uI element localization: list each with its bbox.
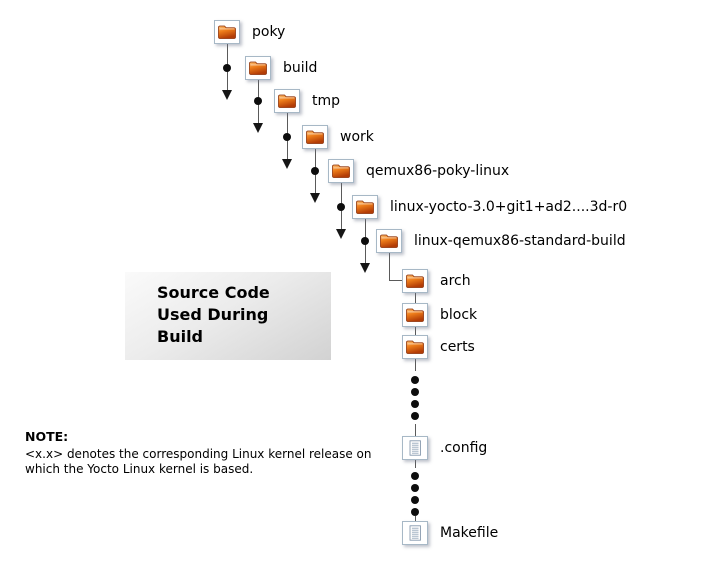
file-icon: [402, 521, 428, 545]
callout-text: Source Code Used During Build: [157, 283, 270, 346]
down-arrow-icon: [336, 229, 346, 239]
tree-node-certs: certs: [402, 335, 475, 359]
ellipsis-dot: [411, 484, 419, 492]
tree-node-linux-yocto: linux-yocto-3.0+git1+ad2....3d-r0: [352, 195, 627, 219]
ellipsis-dot: [411, 412, 419, 420]
tree-node-label: poky: [252, 24, 286, 40]
branch-dot: [223, 64, 231, 72]
folder-icon: [274, 89, 300, 113]
folder-icon: [402, 303, 428, 327]
tree-node-label: Makefile: [440, 525, 499, 541]
tree-node-label: build: [283, 60, 318, 76]
ellipsis-dot: [411, 496, 419, 504]
tree-node-label: block: [440, 307, 478, 323]
tree-node-qemux86-poky-linux: qemux86-poky-linux: [328, 159, 509, 183]
tree-node-label: .config: [440, 440, 488, 456]
branch-dot: [283, 133, 291, 141]
branch-dot: [361, 237, 369, 245]
tree-node-work: work: [302, 125, 374, 149]
note-block: NOTE: <x.x> denotes the corresponding Li…: [25, 429, 395, 476]
callout-box: Source Code Used During Build: [125, 272, 331, 360]
folder-icon: [214, 20, 240, 44]
down-arrow-icon: [222, 90, 232, 100]
chain-line-segment: [415, 516, 416, 521]
file-icon: [402, 436, 428, 460]
note-label: NOTE:: [25, 429, 69, 444]
tree-node-makefile: Makefile: [402, 521, 498, 545]
branch-dot: [254, 97, 262, 105]
down-arrow-icon: [282, 159, 292, 169]
tree-node-config: .config: [402, 436, 487, 460]
branch-elbow: [389, 253, 402, 281]
tree-node-linux-qemux86-standard-build: linux-qemux86-standard-build: [376, 229, 626, 253]
tree-node-label: qemux86-poky-linux: [366, 163, 510, 179]
folder-icon: [376, 229, 402, 253]
ellipsis-dot: [411, 388, 419, 396]
folder-icon: [328, 159, 354, 183]
folder-icon: [302, 125, 328, 149]
tree-node-label: tmp: [312, 93, 341, 109]
branch-dot: [337, 203, 345, 211]
down-arrow-icon: [360, 263, 370, 273]
ellipsis-dot: [411, 400, 419, 408]
tree-node-tmp: tmp: [274, 89, 340, 113]
tree-node-build: build: [245, 56, 317, 80]
tree-node-label: arch: [440, 273, 471, 289]
chain-line-segment: [415, 424, 416, 436]
tree-node-label: linux-qemux86-standard-build: [414, 233, 626, 249]
tree-node-arch: arch: [402, 269, 471, 293]
folder-icon: [352, 195, 378, 219]
tree-node-block: block: [402, 303, 477, 327]
folder-icon: [402, 335, 428, 359]
folder-icon: [402, 269, 428, 293]
chain-line-segment: [415, 293, 416, 303]
ellipsis-dot: [411, 472, 419, 480]
down-arrow-icon: [310, 193, 320, 203]
folder-icon: [245, 56, 271, 80]
ellipsis-dot: [411, 376, 419, 384]
tree-node-label: work: [340, 129, 374, 145]
chain-line-segment: [415, 460, 416, 468]
tree-node-label: linux-yocto-3.0+git1+ad2....3d-r0: [390, 199, 628, 215]
ellipsis-dot: [411, 508, 419, 516]
note-text: <x.x> denotes the corresponding Linux ke…: [25, 447, 372, 476]
tree-node-poky: poky: [214, 20, 285, 44]
tree-node-label: certs: [440, 339, 475, 355]
branch-dot: [311, 167, 319, 175]
chain-line-segment: [415, 359, 416, 371]
down-arrow-icon: [253, 123, 263, 133]
chain-line-segment: [415, 327, 416, 335]
